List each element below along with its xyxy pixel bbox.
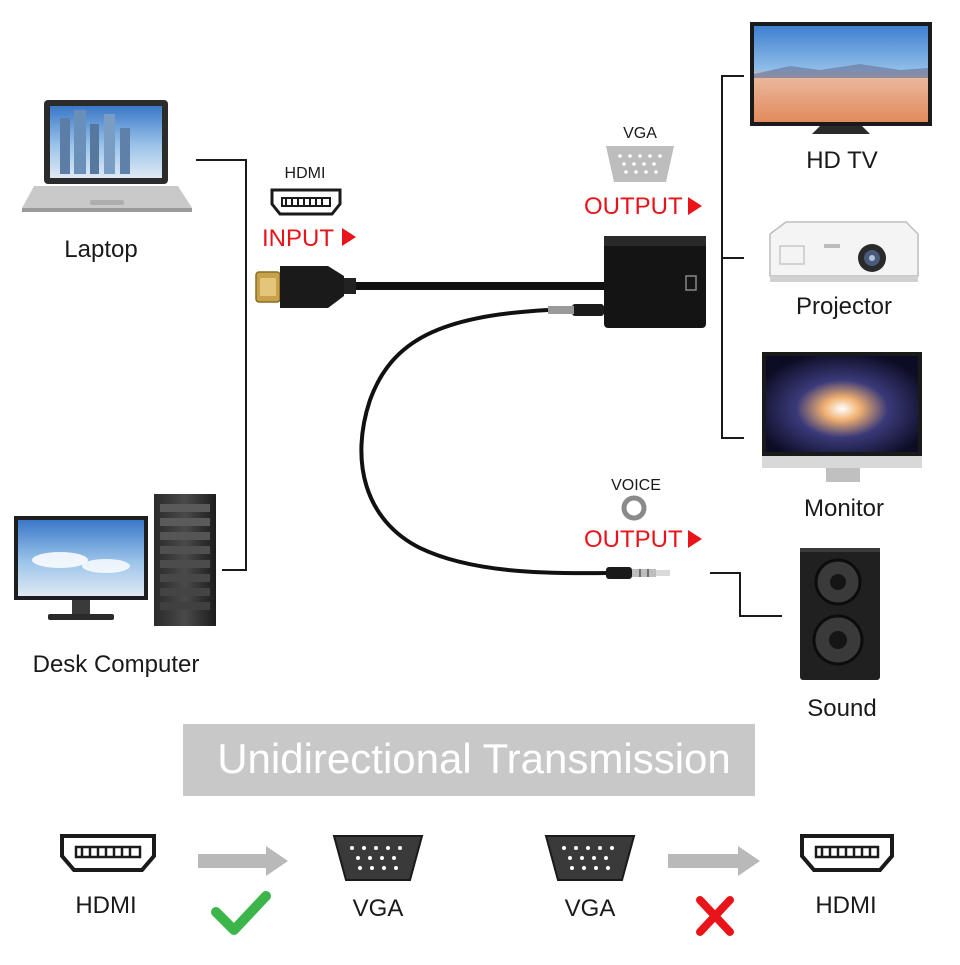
vga-port-icon	[606, 146, 674, 182]
speaker-icon	[800, 548, 880, 680]
banner-box	[183, 724, 755, 796]
legend-left-hdmi-icon	[60, 834, 156, 872]
hdmi-port-icon	[270, 188, 342, 216]
voice-output-port-label: VOICE	[611, 477, 661, 494]
projector-icon	[769, 221, 919, 282]
voice-output-direction-label: OUTPUT	[584, 526, 683, 553]
source-bracket	[196, 159, 247, 571]
hd-tv-icon	[750, 22, 932, 134]
legend-right-hdmi-icon	[800, 834, 894, 872]
monitor-label: Monitor	[804, 495, 884, 522]
sound-connector-line	[710, 572, 782, 617]
banner-title: Unidirectional Transmission	[217, 735, 731, 782]
legend-right-vga-icon	[544, 835, 636, 881]
legend-right-to-label: HDMI	[815, 892, 876, 919]
input-arrow-icon	[342, 228, 356, 246]
hdmi-input-port-label: HDMI	[285, 165, 326, 182]
vga-output-port-label: VGA	[623, 125, 657, 142]
legend-left-arrow-icon	[198, 846, 288, 876]
vga-output-direction-label: OUTPUT	[584, 193, 683, 220]
sound-label: Sound	[807, 695, 876, 722]
legend-left-to-label: VGA	[353, 895, 404, 922]
legend-left-vga-icon	[332, 835, 424, 881]
vga-output-arrow-icon	[688, 197, 702, 215]
desk-computer-label: Desk Computer	[33, 651, 200, 678]
desk-computer-icon	[14, 494, 216, 626]
projector-label: Projector	[796, 293, 892, 320]
legend-right-arrow-icon	[668, 846, 760, 876]
laptop-icon	[22, 100, 192, 212]
laptop-label: Laptop	[64, 236, 137, 263]
hd-tv-label: HD TV	[806, 147, 878, 174]
input-direction-label: INPUT	[262, 225, 334, 252]
hdmi-to-vga-adapter-cable	[255, 236, 706, 579]
monitor-icon	[762, 352, 922, 482]
cross-icon	[696, 896, 734, 936]
voice-output-arrow-icon	[688, 530, 702, 548]
audio-port-icon	[621, 495, 647, 521]
legend-right-from-label: VGA	[565, 895, 616, 922]
legend-left-from-label: HDMI	[75, 892, 136, 919]
check-icon	[211, 891, 271, 935]
